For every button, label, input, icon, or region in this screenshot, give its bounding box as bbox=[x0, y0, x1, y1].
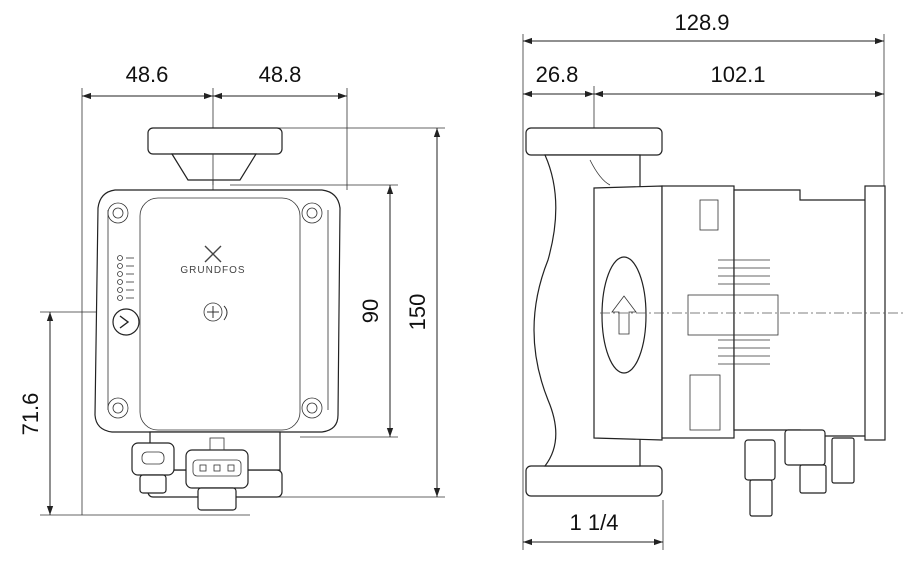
front-view: GRUNDFOS bbox=[40, 88, 445, 516]
label-26-8: 26.8 bbox=[536, 62, 579, 87]
up-arrow-icon bbox=[601, 256, 647, 374]
side-view bbox=[522, 34, 905, 550]
label-71-6: 71.6 bbox=[18, 393, 43, 436]
label-128-9: 128.9 bbox=[674, 10, 729, 35]
side-top-flange bbox=[525, 127, 663, 156]
label-90: 90 bbox=[358, 299, 383, 323]
side-bottom-flange bbox=[525, 465, 663, 497]
side-cable-connectors bbox=[744, 429, 855, 517]
side-control-box bbox=[661, 185, 735, 439]
front-pump-housing bbox=[94, 189, 341, 433]
chevron-button-icon bbox=[112, 308, 140, 336]
grundfos-x-logo-icon bbox=[204, 245, 222, 263]
label-150: 150 bbox=[405, 294, 430, 331]
label-48-8: 48.8 bbox=[259, 62, 302, 87]
label-102-1: 102.1 bbox=[710, 62, 765, 87]
front-corner-screws bbox=[107, 202, 323, 419]
front-control-box-face bbox=[139, 197, 301, 431]
label-1-1-4: 1 1/4 bbox=[570, 510, 619, 535]
front-power-connector bbox=[131, 442, 175, 494]
front-housing-ribs bbox=[107, 210, 329, 410]
rotation-screw-icon bbox=[203, 302, 228, 322]
front-top-flange bbox=[147, 127, 283, 155]
side-cooling-fins bbox=[687, 199, 779, 431]
front-pump-neck bbox=[170, 153, 258, 181]
side-body-contour bbox=[589, 159, 611, 186]
brand-logo-text: GRUNDFOS bbox=[180, 265, 245, 276]
front-signal-connector bbox=[185, 437, 249, 511]
label-48-6: 48.6 bbox=[126, 62, 169, 87]
indicator-leds bbox=[117, 255, 134, 301]
